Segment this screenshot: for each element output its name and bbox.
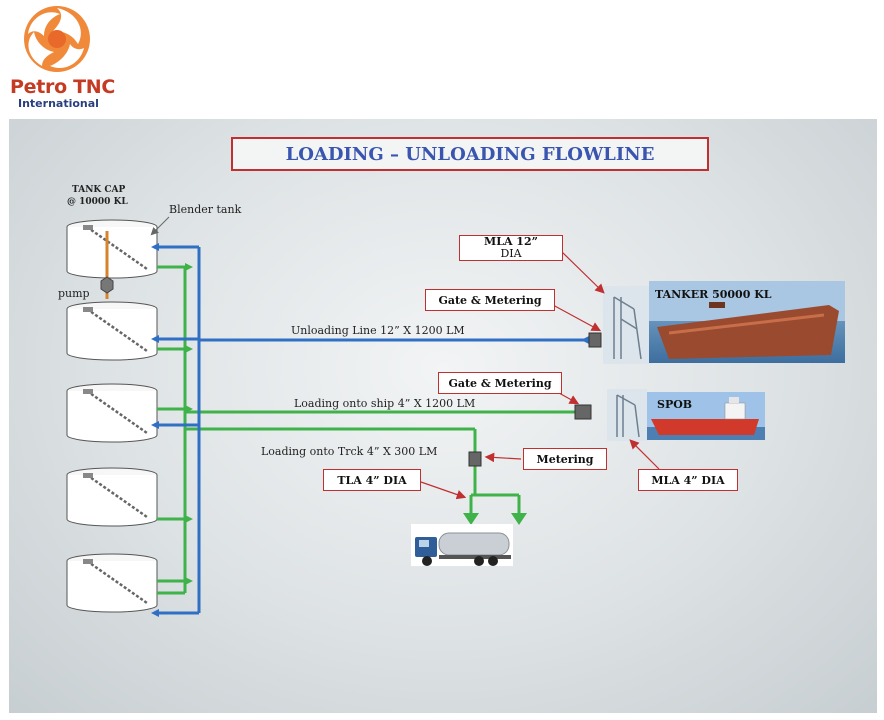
- storage-tank-2: [66, 301, 158, 361]
- mla-12-callout: MLA 12” DIA: [459, 235, 563, 261]
- logo-name: Petro TNC: [10, 76, 116, 98]
- mla-4-arm: [607, 389, 647, 441]
- metering-device-truck: [468, 451, 482, 467]
- gate-metering-device-unloading: [588, 332, 602, 348]
- metering-callout: Metering: [523, 448, 607, 470]
- spob-label: SPOB: [657, 398, 693, 411]
- blender-tank-label: Blender tank: [169, 203, 242, 216]
- truck-image: [411, 524, 513, 566]
- loading-manifold: [157, 265, 579, 595]
- callout-pointers: [420, 250, 660, 500]
- storage-tank-3: [66, 383, 158, 443]
- mla-4-callout: MLA 4” DIA: [638, 469, 738, 491]
- loading-ship-label: Loading onto ship 4” X 1200 LM: [294, 397, 476, 410]
- logo-subtitle: International: [18, 97, 99, 110]
- gate-metering-callout-mid: Gate & Metering: [438, 372, 562, 394]
- logo-swirl-icon: [24, 6, 90, 72]
- tank-capacity-label-2: @ 10000 KL: [67, 197, 128, 207]
- unloading-arrows: [151, 243, 589, 617]
- storage-tank-1: [66, 219, 158, 279]
- diagram-title: LOADING – UNLOADING FLOWLINE: [285, 143, 655, 165]
- loading-truck-label: Loading onto Trck 4” X 300 LM: [261, 445, 438, 458]
- storage-tank-5: [66, 553, 158, 613]
- mla-12-arm: [603, 286, 653, 364]
- unloading-manifold: [159, 245, 589, 615]
- gate-metering-callout-top: Gate & Metering: [425, 289, 555, 311]
- diagram-title-box: LOADING – UNLOADING FLOWLINE: [231, 137, 709, 171]
- flowline-diagram: LOADING – UNLOADING FLOWLINE TANK CAP @ …: [9, 119, 877, 713]
- tanker-label: TANKER 50000 KL: [655, 288, 772, 301]
- pump-label: pump: [58, 287, 90, 300]
- storage-tank-4: [66, 467, 158, 527]
- pump-icon: [100, 276, 114, 294]
- loading-arrows: [185, 263, 527, 585]
- pipeline-drawing: [66, 216, 845, 617]
- spob-image: [647, 392, 765, 440]
- mla-12-label-line2: DIA: [500, 247, 522, 260]
- tank-capacity-label-1: TANK CAP: [72, 185, 126, 195]
- tanker-image: [649, 281, 845, 363]
- tla-callout: TLA 4” DIA: [323, 469, 421, 491]
- company-logo: Petro TNC International: [6, 4, 116, 110]
- mla-12-label-line1: MLA 12”: [484, 235, 538, 248]
- unloading-line-label: Unloading Line 12” X 1200 LM: [291, 324, 465, 337]
- gate-metering-device-loading: [574, 404, 592, 420]
